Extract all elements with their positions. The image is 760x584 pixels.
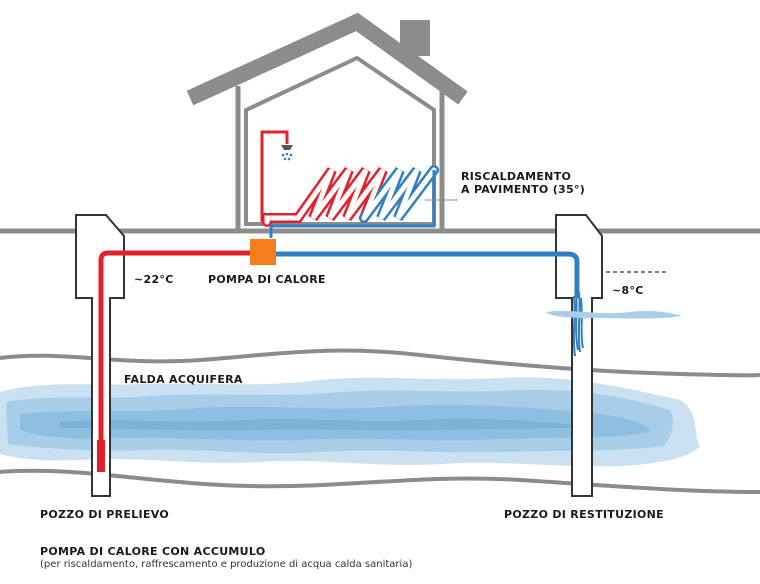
- right-well-housing: [555, 214, 603, 497]
- soil-layer-upper: [0, 348, 760, 378]
- label-riscaldamento-line1: RISCALDAMENTO: [461, 170, 572, 183]
- house: [186, 12, 468, 231]
- water-level-surface: [546, 310, 682, 319]
- label-temp-prelievo: ~22°C: [134, 273, 174, 286]
- cold-pipe: [270, 251, 580, 298]
- label-temp-restituzione: ~8°C: [612, 284, 644, 297]
- soil-layer-lower: [0, 468, 760, 494]
- label-pozzo-prelievo: POZZO DI PRELIEVO: [40, 508, 170, 521]
- heat-pump-box: [250, 239, 276, 265]
- label-pozzo-restituzione: POZZO DI RESTITUZIONE: [504, 508, 664, 521]
- floor-heating-coil: [262, 165, 439, 227]
- label-pompa-di-calore: POMPA DI CALORE: [208, 273, 326, 286]
- submersible-pump: [97, 440, 105, 472]
- shower-head-icon: [281, 145, 293, 161]
- shower-pipe: [260, 130, 289, 222]
- water-discharge: [572, 289, 584, 357]
- aquifer: [0, 377, 700, 467]
- label-falda-acquifera: FALDA ACQUIFERA: [124, 373, 243, 386]
- footer-title: POMPA DI CALORE CON ACCUMULO: [40, 545, 266, 558]
- footer-subtitle: (per riscaldamento, raffrescamento e pro…: [40, 559, 413, 570]
- hot-pipe: [98, 250, 256, 470]
- coil-return: [269, 170, 436, 238]
- label-riscaldamento-line2: A PAVIMENTO (35°): [461, 183, 586, 196]
